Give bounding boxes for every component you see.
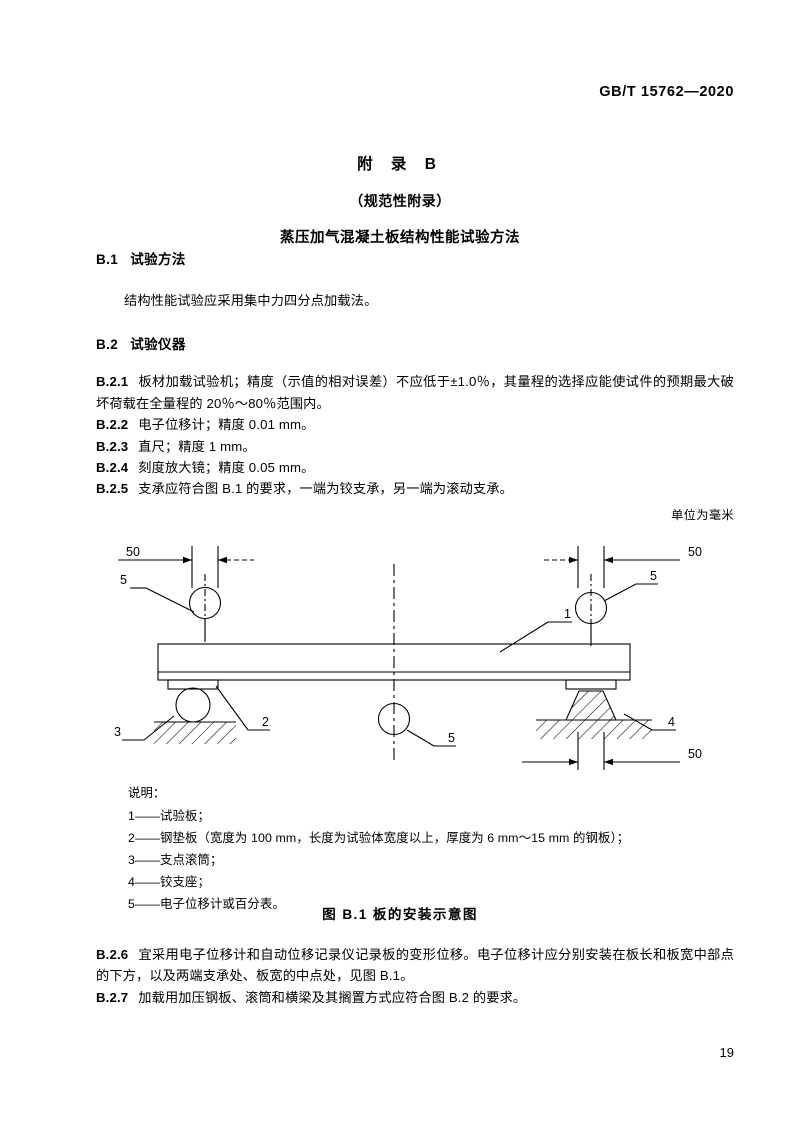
clause-number-b25: B.2.5	[96, 481, 129, 497]
clause-number-b27: B.2.7	[96, 989, 129, 1005]
gauge-center-leader	[406, 729, 435, 747]
roller-support-circle	[175, 687, 211, 723]
annex-heading-block: 附 录 B （规范性附录） 蒸压加气混凝土板结构性能试验方法	[0, 152, 800, 247]
clause-number-b23: B.2.3	[96, 438, 129, 454]
legend-item-2: 2——钢垫板（宽度为 100 mm，长度为试验体宽度以上，厚度为 6 mm～15…	[128, 827, 734, 849]
callout-label-5-left: 5	[120, 573, 127, 587]
clause-number-b24: B.2.4	[96, 459, 129, 475]
callout-4-leader	[623, 713, 653, 731]
plate-installation-diagram: 50 50 50 5 5 5 1 2 3 4	[114, 545, 702, 770]
clause-text-b24: 刻度放大镜；精度 0.05 mm。	[138, 459, 315, 475]
dim-label-bottom-right: 50	[688, 747, 702, 761]
gauge-center-circle	[377, 702, 411, 736]
clause-number-b21: B.2.1	[96, 374, 129, 390]
legend-text-2: 钢垫板（宽度为 100 mm，长度为试验体宽度以上，厚度为 6 mm～15 mm…	[159, 831, 630, 846]
callout-3-leader	[143, 715, 175, 741]
hinge-base-hatch	[536, 720, 652, 739]
clause-b23: B.2.3 直尺；精度 1 mm。	[96, 436, 734, 457]
legend-item-5: 5——电子位移计或百分表。	[128, 893, 734, 915]
legend-text-4: 铰支座；	[159, 875, 210, 890]
clause-b24: B.2.4 刻度放大镜；精度 0.05 mm。	[96, 457, 734, 478]
dim-label-top-right: 50	[688, 545, 702, 559]
clause-text-b26: 宜采用电子位移计和自动位移记录仪记录板的变形位移。电子位移计应分别安装在板长和板…	[96, 947, 734, 984]
callout-label-5-right: 5	[650, 569, 657, 583]
annex-name: 蒸压加气混凝土板结构性能试验方法	[280, 230, 520, 246]
legend-key-4: 4——	[128, 875, 160, 890]
steel-pad-right	[565, 679, 617, 690]
dim-label-top-left: 50	[126, 545, 140, 559]
page-number: 19	[719, 1045, 734, 1060]
callout-label-3: 3	[114, 725, 121, 739]
section-heading-b2: B.2 试验仪器	[96, 333, 734, 353]
figure-unit-note: 单位为毫米	[671, 508, 734, 522]
legend-text-5: 电子位移计或百分表。	[159, 897, 285, 912]
annex-title: 附 录 B	[357, 156, 443, 173]
legend-item-4: 4——铰支座；	[128, 871, 734, 893]
standard-code-header: GB/T 15762—2020	[599, 84, 734, 100]
figure-caption: 图 B.1 板的安装示意图	[322, 907, 478, 922]
legend-key-1: 1——	[128, 809, 160, 824]
legend-item-1: 1——试验板；	[128, 805, 734, 827]
clause-b25: B.2.5 支承应符合图 B.1 的要求，一端为铰支承，另一端为滚动支承。	[96, 478, 734, 499]
clause-text-b21: 板材加载试验机；精度（示值的相对误差）不应低于±1.0％，其量程的选择应能使试件…	[96, 374, 734, 411]
dim-arrow-right-inner	[218, 556, 227, 564]
annex-kind: （规范性附录）	[349, 193, 451, 209]
paragraph-b1-body: 结构性能试验应采用集中力四分点加载法。	[124, 293, 378, 308]
callout-1-leader	[499, 621, 549, 653]
legend-text-1: 试验板；	[159, 809, 210, 824]
main-content: B.1 试验方法 结构性能试验应采用集中力四分点加载法。 B.2 试验仪器 B.2.…	[96, 248, 734, 500]
clause-text-b22: 电子位移计；精度 0.01 mm。	[138, 417, 315, 433]
gauge-right-leader	[603, 583, 637, 602]
legend-title: 说明：	[128, 786, 166, 800]
callout-label-1: 1	[564, 607, 571, 621]
legend-key-5: 5——	[128, 897, 160, 912]
clause-b22: B.2.2 电子位移计；精度 0.01 mm。	[96, 414, 734, 435]
section-title-b2: 试验仪器	[130, 337, 186, 353]
gauge-left-leader	[145, 587, 195, 613]
clause-text-b23: 直尺；精度 1 mm。	[138, 438, 256, 454]
section-title-b1: 试验方法	[130, 252, 186, 267]
clause-number-b22: B.2.2	[96, 417, 129, 433]
roller-base-hatch	[154, 722, 236, 744]
dim-arrow-left-inner	[183, 556, 192, 564]
legend-item-3: 3——支点滚筒；	[128, 849, 734, 871]
figure-b1-drawing: 50 50 50 5 5 5 1 2 3 4	[96, 534, 746, 784]
clause-text-b27: 加载用加压钢板、滚筒和横梁及其搁置方式应符合图 B.2 的要求。	[138, 989, 527, 1005]
clause-text-b25: 支承应符合图 B.1 的要求，一端为铰支承，另一端为滚动支承。	[138, 481, 513, 497]
section-heading-b1: B.1 试验方法	[96, 248, 734, 268]
hinge-support-wedge	[565, 690, 617, 721]
section-number-b2: B.2	[96, 337, 119, 353]
callout-label-5-center: 5	[448, 731, 455, 745]
clause-b27: B.2.7 加载用加压钢板、滚筒和横梁及其搁置方式应符合图 B.2 的要求。	[96, 987, 734, 1008]
steel-pad-left	[167, 679, 219, 690]
legend-text-3: 支点滚筒；	[159, 853, 223, 868]
legend-key-2: 2——	[128, 831, 160, 846]
figure-legend: 说明： 1——试验板； 2——钢垫板（宽度为 100 mm，长度为试验体宽度以上…	[128, 782, 734, 915]
clause-number-b26: B.2.6	[96, 947, 129, 962]
callout-label-4: 4	[668, 715, 675, 729]
callout-2-leader	[215, 685, 249, 731]
legend-key-3: 3——	[128, 853, 160, 868]
section-number-b1: B.1	[96, 252, 119, 267]
callout-label-2: 2	[262, 715, 269, 729]
